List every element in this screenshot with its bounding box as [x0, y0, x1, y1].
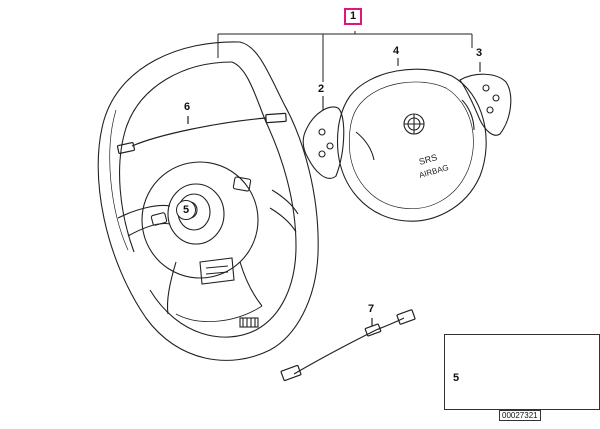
- assembly-leader-lines: [217, 31, 473, 82]
- inset-callout: 5: [453, 372, 460, 384]
- callout-airbag: 4: [393, 45, 400, 57]
- callout-assembly: 1: [344, 8, 363, 25]
- callout-wire: 6: [184, 101, 191, 113]
- steering-wheel: [97, 41, 319, 361]
- callout-cable: 7: [368, 303, 375, 315]
- airbag-part: [336, 58, 487, 222]
- callout-screw: 5: [176, 200, 196, 220]
- callout-left-switch: 2: [318, 83, 325, 95]
- callout-right-switch: 3: [476, 47, 483, 59]
- wire-part: [116, 112, 287, 154]
- airbag-srs-text: SRS: [418, 152, 439, 167]
- cable-part: [280, 309, 416, 382]
- right-switch-part: [459, 62, 512, 136]
- inset-box: 5: [444, 334, 600, 410]
- left-switch-part: [302, 96, 345, 179]
- reference-number: 00027321: [499, 410, 541, 421]
